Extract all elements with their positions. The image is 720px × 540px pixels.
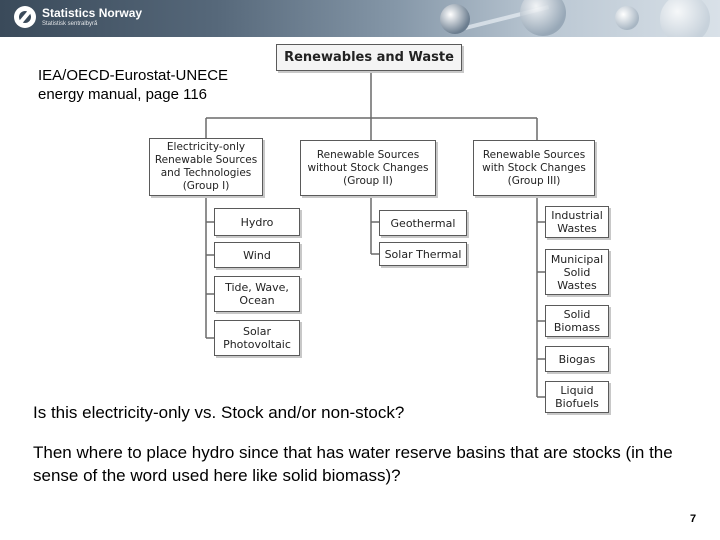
group-3-node: Renewable Sources with Stock Changes (Gr… (473, 140, 595, 196)
banner-decoration (440, 4, 470, 34)
node-solar-photovoltaic: Solar Photovoltaic (214, 320, 300, 356)
banner-decoration (520, 0, 566, 36)
node-liquid-biofuels: Liquid Biofuels (545, 381, 609, 413)
group-1-node: Electricity-only Renewable Sources and T… (149, 138, 263, 196)
org-name: Statistics Norway (42, 5, 143, 20)
org-logo: Statistics Norway Statistisk sentralbyrå (14, 6, 142, 28)
node-geothermal: Geothermal (379, 210, 467, 236)
node-solar-thermal: Solar Thermal (379, 242, 467, 266)
node-wind: Wind (214, 242, 300, 268)
question-text: Is this electricity-only vs. Stock and/o… (33, 403, 405, 422)
banner-decoration (660, 0, 710, 37)
node-hydro: Hydro (214, 208, 300, 236)
group-2-node: Renewable Sources without Stock Changes … (300, 140, 436, 196)
node-municipal-solid-wastes: Municipal Solid Wastes (545, 249, 609, 295)
banner-decoration (615, 6, 639, 30)
node-industrial-wastes: Industrial Wastes (545, 206, 609, 238)
org-tagline: Statistisk sentralbyrå (42, 20, 98, 27)
diagram-root-node: Renewables and Waste (276, 44, 462, 71)
node-tide-wave-ocean: Tide, Wave, Ocean (214, 276, 300, 312)
logo-icon (14, 6, 36, 28)
page-number: 7 (690, 513, 697, 525)
header-banner: Statistics Norway Statistisk sentralbyrå (0, 0, 720, 37)
node-biogas: Biogas (545, 346, 609, 372)
source-citation: IEA/OECD-Eurostat-UNECE energy manual, p… (38, 67, 229, 103)
followup-text: Then where to place hydro since that has… (33, 443, 673, 485)
node-solid-biomass: Solid Biomass (545, 305, 609, 337)
